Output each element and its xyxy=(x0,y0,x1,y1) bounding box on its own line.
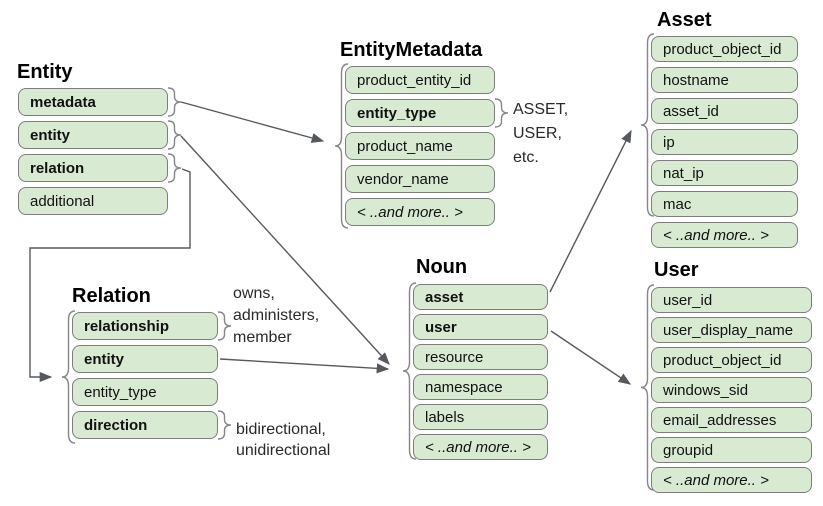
brace-asset-left xyxy=(640,33,655,217)
field-entity-additional: additional xyxy=(18,187,168,215)
field-user-product_object_id: product_object_id xyxy=(651,347,812,373)
field-relation-entity_type: entity_type xyxy=(72,378,218,406)
field-noun-user: user xyxy=(413,314,548,340)
box-title-entity_metadata: EntityMetadata xyxy=(340,39,483,61)
arrow-relationentity-to-noun xyxy=(219,358,390,374)
box-title-user: User xyxy=(654,259,699,281)
field-asset-asset_id: asset_id xyxy=(651,98,798,124)
field-user-user_display_name: user_display_name xyxy=(651,317,812,343)
field-entity-relation: relation xyxy=(18,154,168,182)
field-entity_metadata-and-more: < ..and more.. > xyxy=(345,198,495,226)
box-title-asset: Asset xyxy=(657,9,712,31)
field-noun-namespace: namespace xyxy=(413,374,548,400)
annotation-relationship-values-line-0: owns, xyxy=(233,285,275,302)
field-entity-entity: entity xyxy=(18,121,168,149)
box-title-noun: Noun xyxy=(416,256,468,278)
field-user-windows_sid: windows_sid xyxy=(651,377,812,403)
annotation-entity-type-values-line-1: USER, xyxy=(513,125,562,142)
brace-direction-row xyxy=(217,410,232,440)
arrow-relation-elbow xyxy=(29,168,191,383)
field-user-user_id: user_id xyxy=(651,287,812,313)
brace-relationship-row xyxy=(217,311,232,341)
field-noun-asset: asset xyxy=(413,284,548,310)
field-user-groupid: groupid xyxy=(651,437,812,463)
annotation-direction-values-line-1: unidirectional xyxy=(236,442,331,459)
arrow-metadata-to-entitymetadata xyxy=(180,101,325,143)
field-entity_metadata-product_entity_id: product_entity_id xyxy=(345,66,495,94)
field-entity_metadata-vendor_name: vendor_name xyxy=(345,165,495,193)
brace-relation-left xyxy=(61,310,76,444)
arrow-nounasset-to-asset xyxy=(549,129,632,293)
brace-entity-entity-row xyxy=(167,120,182,150)
brace-entitytype-row xyxy=(494,98,509,128)
annotation-relationship-values-line-2: member xyxy=(233,329,292,346)
field-noun-and-more: < ..and more.. > xyxy=(413,434,548,460)
brace-noun-left xyxy=(402,282,417,460)
field-relation-entity: entity xyxy=(72,345,218,373)
annotation-direction-values-line-0: bidirectional, xyxy=(236,421,326,438)
brace-entitymetadata-left xyxy=(334,63,349,229)
annotation-entity-type-values-line-2: etc. xyxy=(513,149,539,166)
arrow-nounuser-to-user xyxy=(550,330,632,385)
field-entity_metadata-entity_type: entity_type xyxy=(345,99,495,127)
field-relation-relationship: relationship xyxy=(72,312,218,340)
field-asset-nat_ip: nat_ip xyxy=(651,160,798,186)
field-asset-and-more: < ..and more.. > xyxy=(651,222,798,248)
box-title-entity: Entity xyxy=(17,61,73,83)
brace-user-left xyxy=(640,284,655,491)
field-user-and-more: < ..and more.. > xyxy=(651,467,812,493)
field-relation-direction: direction xyxy=(72,411,218,439)
field-noun-resource: resource xyxy=(413,344,548,370)
brace-entity-relation-row xyxy=(167,153,182,183)
field-asset-product_object_id: product_object_id xyxy=(651,36,798,62)
field-user-email_addresses: email_addresses xyxy=(651,407,812,433)
annotation-relationship-values-line-1: administers, xyxy=(233,307,320,324)
field-asset-ip: ip xyxy=(651,129,798,155)
arrow-entity-to-noun xyxy=(180,135,390,365)
field-noun-labels: labels xyxy=(413,404,548,430)
brace-entity-metadata-row xyxy=(167,87,182,117)
box-title-relation: Relation xyxy=(72,285,151,307)
field-asset-hostname: hostname xyxy=(651,67,798,93)
field-asset-mac: mac xyxy=(651,191,798,217)
field-entity_metadata-product_name: product_name xyxy=(345,132,495,160)
field-entity-metadata: metadata xyxy=(18,88,168,116)
annotation-entity-type-values-line-0: ASSET, xyxy=(513,101,569,118)
